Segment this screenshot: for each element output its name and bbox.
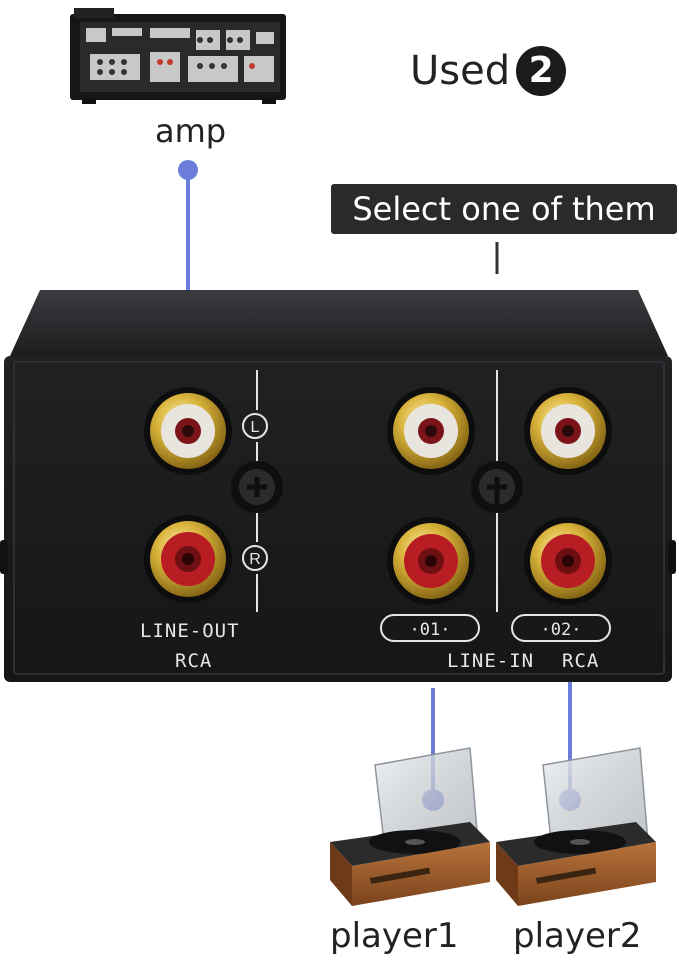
rca-right-marking: RCA bbox=[562, 650, 600, 672]
player2-label: player2 bbox=[513, 916, 642, 956]
selector-box bbox=[0, 290, 676, 682]
rca-jack-in2-left bbox=[524, 387, 612, 475]
used-title: Used 2 bbox=[410, 46, 567, 96]
left-channel-marker: L bbox=[242, 413, 268, 439]
turntable-player1 bbox=[330, 747, 490, 906]
input-1-marking: ·01· bbox=[380, 614, 480, 642]
used-word: Used bbox=[410, 48, 511, 94]
rca-jack-out-right bbox=[144, 515, 232, 603]
amp-label: amp bbox=[155, 112, 227, 150]
screw-left bbox=[231, 461, 283, 513]
select-banner: Select one of them bbox=[331, 184, 677, 234]
rca-jack-out-left bbox=[144, 387, 232, 475]
used-number-badge: 2 bbox=[516, 46, 567, 96]
rca-jack-in2-right bbox=[524, 517, 612, 605]
input-2-marking: ·02· bbox=[511, 614, 611, 642]
rca-jack-in1-right bbox=[387, 517, 475, 605]
turntable-player2 bbox=[496, 747, 656, 906]
amplifier-image bbox=[70, 8, 286, 104]
right-channel-marker: R bbox=[242, 545, 268, 571]
rca-jack-in1-left bbox=[387, 387, 475, 475]
rca-left-marking: RCA bbox=[175, 650, 213, 672]
line-in-marking: LINE-IN bbox=[447, 650, 535, 672]
player1-label: player1 bbox=[330, 916, 459, 956]
line-out-marking: LINE-OUT bbox=[140, 620, 240, 642]
screw-right bbox=[471, 461, 523, 513]
